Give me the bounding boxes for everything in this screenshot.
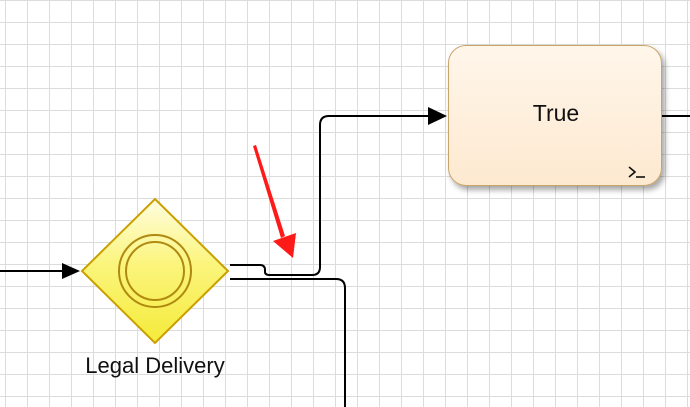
gateway-label: Legal Delivery: [85, 353, 225, 378]
sequence-flow-to-true[interactable]: [230, 107, 447, 276]
task-true[interactable]: True: [448, 45, 662, 186]
incoming-sequence-flow[interactable]: [0, 263, 80, 279]
event-based-gateway[interactable]: [80, 197, 230, 345]
red-pointer-arrow-icon: [253, 145, 296, 258]
script-task-icon: [628, 166, 645, 178]
task-label: True: [532, 100, 580, 126]
sequence-flow-down[interactable]: [230, 278, 346, 407]
